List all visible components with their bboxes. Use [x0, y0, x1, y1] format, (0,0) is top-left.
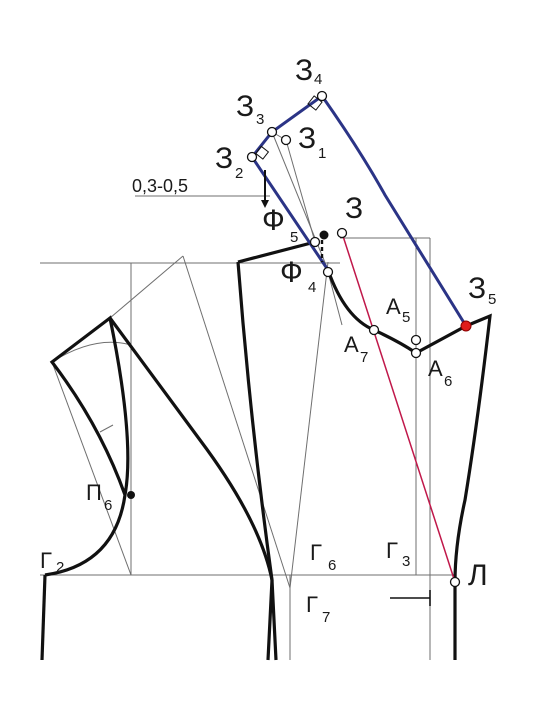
dimension-label: 0,3-0,5 — [132, 176, 188, 196]
point-l — [449, 576, 461, 588]
point-a7 — [368, 324, 380, 336]
label-z5: З — [468, 272, 486, 305]
back-diagonal — [51, 361, 132, 576]
label-a5: А — [386, 294, 401, 319]
point-z — [336, 227, 348, 239]
dart-line-right — [182, 255, 291, 589]
point-p6 — [127, 491, 135, 499]
point-z3 — [266, 126, 278, 138]
label-z: З — [345, 192, 363, 225]
label-z1-sub: 1 — [318, 145, 326, 162]
label-z1: З — [298, 122, 316, 155]
label-l: Л — [468, 559, 488, 592]
label-p6: П — [86, 480, 102, 505]
label-g6: Г — [310, 540, 322, 565]
guide-lines — [40, 131, 455, 660]
label-f5: Ф — [262, 204, 285, 237]
labels: З 4 З 3 З 1 З 2 0,3-0,5 З Ф 5 Ф 4 А 5 А … — [40, 54, 496, 626]
arrow-head-icon — [261, 200, 269, 208]
z3-f4-line — [271, 131, 329, 271]
point-a6 — [410, 347, 422, 359]
label-p6-sub: 6 — [104, 497, 112, 514]
label-g7-sub: 7 — [322, 609, 330, 626]
neck-tangent — [327, 271, 343, 326]
label-z4: З — [295, 54, 313, 87]
front-armhole-and-edge — [326, 269, 492, 660]
label-g7: Г — [306, 592, 318, 617]
point-z5 — [460, 320, 472, 332]
center-diagonal — [289, 261, 329, 589]
label-f4: Ф — [280, 256, 303, 289]
label-g2-sub: 2 — [56, 559, 64, 576]
point-z4 — [316, 90, 328, 102]
label-z4-sub: 4 — [314, 71, 322, 88]
tick-mark — [99, 424, 114, 433]
label-g2: Г — [40, 548, 52, 573]
point-f4 — [322, 266, 334, 278]
point-f5 — [309, 236, 321, 248]
label-z3: З — [236, 90, 254, 123]
points — [127, 90, 472, 588]
label-z5-sub: 5 — [488, 291, 496, 308]
point-f5-black — [319, 230, 329, 240]
label-g3-sub: 3 — [402, 553, 410, 570]
label-a7: А — [344, 332, 359, 357]
label-f4-sub: 4 — [308, 279, 316, 296]
back-armhole-outline — [44, 315, 130, 577]
front-shoulder-segment — [237, 240, 316, 264]
label-z3-sub: 3 — [256, 111, 264, 128]
label-g6-sub: 6 — [328, 557, 336, 574]
pattern-outline — [40, 240, 492, 661]
label-g3: Г — [386, 538, 398, 563]
label-f5-sub: 5 — [290, 229, 298, 246]
back-center-lower — [40, 574, 47, 661]
label-a6: А — [428, 356, 443, 381]
label-a7-sub: 7 — [360, 349, 368, 366]
label-z2-sub: 2 — [235, 165, 243, 182]
point-z2 — [246, 151, 258, 163]
right-angle-mark-z2 — [255, 145, 270, 160]
front-side-seam — [236, 261, 278, 661]
label-z2: З — [215, 142, 233, 175]
point-a5 — [410, 334, 422, 346]
red-construction-line — [341, 232, 456, 583]
label-a5-sub: 5 — [402, 309, 410, 326]
point-z1 — [280, 134, 292, 146]
label-a6-sub: 6 — [444, 373, 452, 390]
dart-line-top — [109, 255, 184, 319]
